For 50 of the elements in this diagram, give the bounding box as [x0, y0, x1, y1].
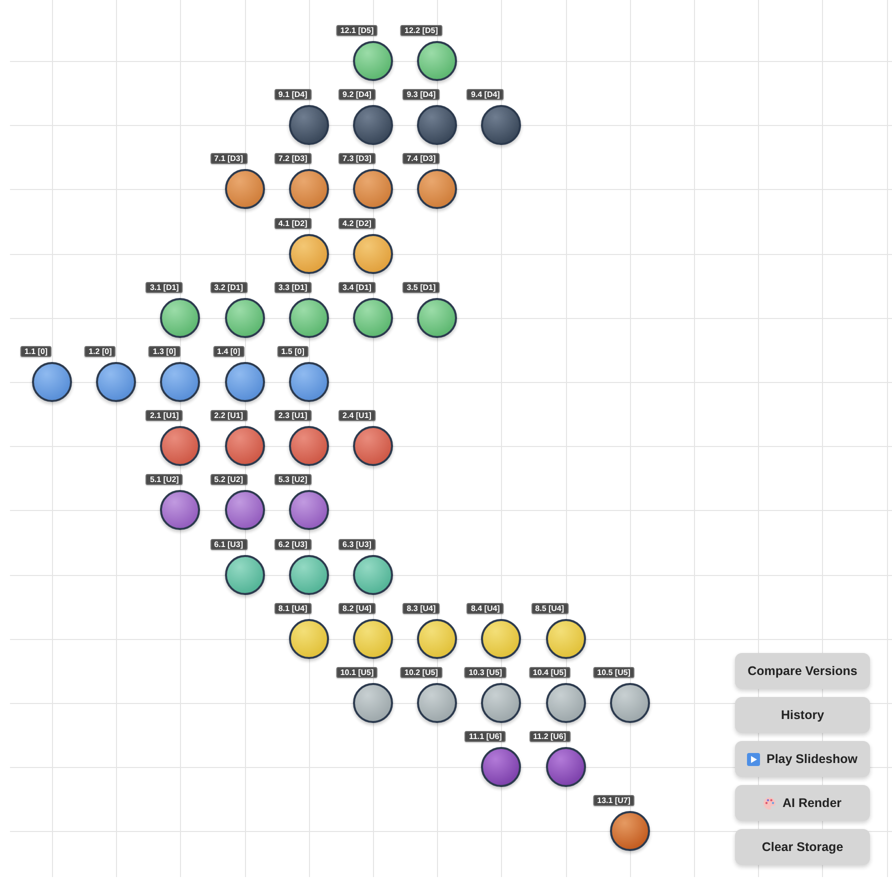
node-label: 2.4 [U1]	[338, 410, 376, 422]
node-label: 8.3 [U4]	[402, 602, 440, 614]
compare-versions-button: Compare Versions	[735, 653, 870, 689]
node-label: 2.3 [U1]	[274, 410, 312, 422]
node-label: 9.2 [D4]	[338, 89, 376, 100]
node-label: 6.2 [U3]	[274, 538, 312, 550]
node-label: 5.3 [U2]	[274, 474, 312, 486]
node-label: 9.3 [D4]	[402, 89, 440, 100]
play-slideshow-button: Play Slideshow	[735, 741, 870, 777]
node-label: 4.1 [D2]	[274, 218, 312, 229]
node-label: 6.3 [U3]	[338, 538, 376, 550]
clear-storage-button: Clear Storage	[735, 829, 870, 865]
node-label: 10.1 [U5]	[336, 667, 378, 678]
node-label: 1.3 [0]	[148, 346, 180, 357]
node-label: 4.2 [D2]	[338, 218, 376, 229]
node-label: 9.4 [D4]	[466, 89, 504, 100]
node-label: 1.1 [0]	[20, 346, 52, 357]
node-label: 2.1 [U1]	[146, 410, 183, 422]
node-label: 3.1 [D1]	[146, 282, 183, 293]
node-label: 8.5 [U4]	[531, 602, 568, 614]
node-label: 13.1 [U7]	[593, 795, 634, 806]
node-label: 11.1 [U6]	[464, 731, 506, 742]
node-label: 10.5 [U5]	[593, 667, 634, 678]
node-label: 8.1 [U4]	[274, 602, 312, 614]
node-label: 7.3 [D3]	[338, 153, 376, 164]
node-label: 10.2 [U5]	[400, 667, 442, 678]
node-label: 3.5 [D1]	[402, 282, 440, 293]
node-label: 3.4 [D1]	[338, 282, 376, 293]
node-label: 7.2 [D3]	[274, 153, 312, 164]
ai-render-button: AI Render	[735, 785, 870, 821]
node-label: 3.2 [D1]	[210, 282, 248, 293]
node-label: 6.1 [U3]	[210, 538, 248, 550]
node-label: 10.4 [U5]	[528, 667, 570, 678]
node-label: 8.2 [U4]	[338, 602, 376, 614]
node-label: 3.3 [D1]	[274, 282, 312, 293]
node-label: 12.1 [D5]	[336, 25, 378, 36]
node-label: 2.2 [U1]	[210, 410, 248, 422]
node-label: 12.2 [D5]	[400, 25, 442, 36]
node-label: 5.1 [U2]	[146, 474, 183, 486]
node-label: 9.1 [D4]	[274, 89, 312, 100]
node-label: 1.4 [0]	[213, 346, 244, 357]
node-label: 1.2 [0]	[84, 346, 116, 357]
node-label: 7.4 [D3]	[402, 153, 440, 164]
node-label: 5.2 [U2]	[210, 474, 248, 486]
node-label: 11.2 [U6]	[529, 731, 570, 742]
node-label: 1.5 [0]	[277, 346, 308, 357]
node-label: 7.1 [D3]	[210, 153, 248, 164]
node-label: 8.4 [U4]	[466, 602, 504, 614]
node-label: 10.3 [U5]	[464, 667, 506, 678]
history-button: History	[735, 697, 870, 733]
